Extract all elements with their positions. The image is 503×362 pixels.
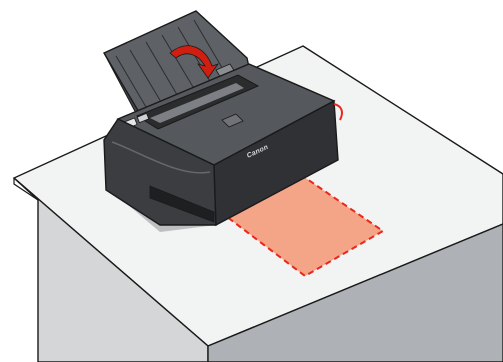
printer-setup-illustration: Canon bbox=[0, 0, 503, 362]
illustration-svg: Canon bbox=[0, 0, 503, 362]
